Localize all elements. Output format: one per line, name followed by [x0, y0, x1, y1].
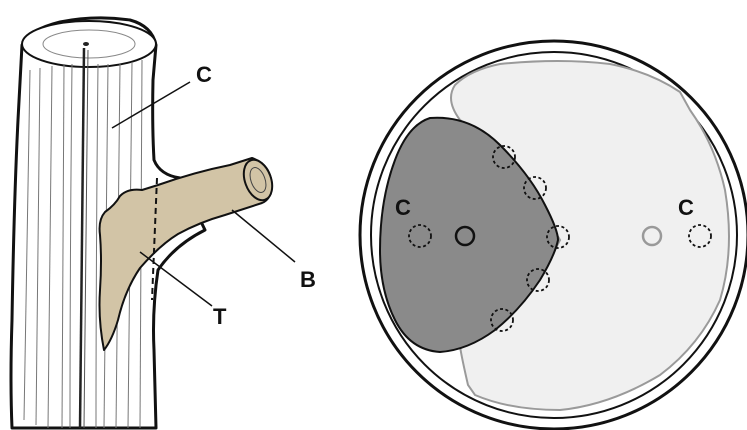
- label-b-branch: B: [300, 267, 316, 292]
- trunk-pith: [83, 42, 89, 46]
- trunk-diagram: C B T: [11, 18, 316, 428]
- label-t-transition: T: [213, 304, 227, 329]
- label-c-dark: C: [395, 195, 411, 220]
- label-c-light: C: [678, 195, 694, 220]
- leader-b: [232, 210, 295, 262]
- cross-section-diagram: C C: [360, 41, 747, 429]
- label-c-trunk: C: [196, 62, 212, 87]
